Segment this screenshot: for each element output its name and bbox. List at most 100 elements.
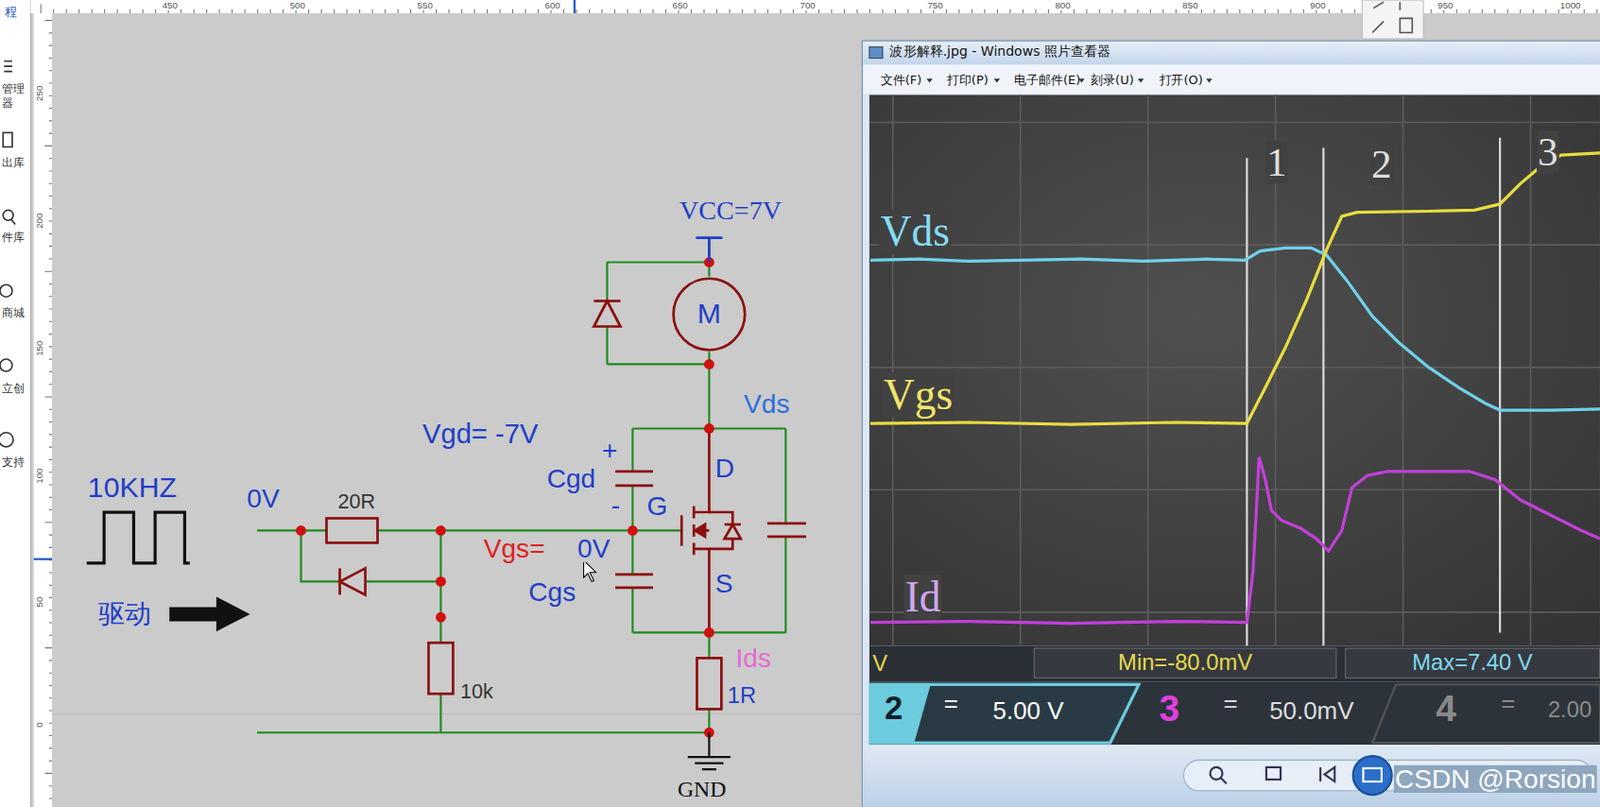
- channel-number: 4: [1434, 689, 1458, 729]
- voltage-label: Vgs=: [482, 534, 547, 563]
- diode-symbol: [340, 567, 366, 595]
- ruler-number: 0: [35, 721, 46, 729]
- scope-screen: [869, 94, 1600, 646]
- menu-item: 文件(F): [879, 73, 924, 87]
- voltage-label: 0V: [245, 484, 281, 513]
- resistor-label: 20R: [336, 490, 377, 513]
- capacitor-label: Cgd: [546, 464, 598, 493]
- menu-bar: [862, 65, 1600, 94]
- polarity-mark: -: [610, 491, 622, 519]
- vgs-trace: [870, 153, 1600, 425]
- readout-box: Min=-80.0mV: [1033, 648, 1338, 679]
- node-text: Min=-80.0mV: [1118, 651, 1253, 675]
- title-bar: [862, 41, 1600, 65]
- grid-line: [869, 122, 1600, 613]
- drive-label: 驱动: [97, 600, 153, 628]
- mosfet-gate: [680, 515, 684, 546]
- viewer-window: [861, 40, 1600, 807]
- drive-arrow: [169, 597, 250, 633]
- motor-outline: [673, 278, 746, 351]
- resistor-label: 10k: [459, 680, 495, 703]
- ground-symbol: [688, 732, 731, 770]
- node-text: Max=7.40 V: [1411, 651, 1532, 675]
- sidebar-label: 商城: [0, 307, 26, 319]
- grid-line: [52, 713, 862, 715]
- body-diode: [724, 524, 741, 539]
- trace-label: Vgs: [882, 372, 954, 418]
- capacitor-label: Cgs: [527, 578, 577, 606]
- resistor-symbol: [326, 517, 379, 543]
- tool-icon: [1372, 1, 1412, 33]
- ruler-number: 600: [543, 0, 561, 11]
- components: [326, 301, 807, 710]
- body-diode: [724, 523, 741, 527]
- junction-dot: [435, 612, 447, 623]
- sidebar: [0, 0, 31, 807]
- pin-label: G: [645, 492, 669, 520]
- channel-number: 2: [883, 691, 904, 726]
- frequency-label: 10KHZ: [86, 472, 178, 503]
- voltage-label: Vgd= -7V: [421, 419, 540, 449]
- viewer-toolbar: [862, 744, 1600, 807]
- icon: [2, 132, 13, 147]
- sidebar-label: 程: [3, 5, 18, 19]
- ruler-left: [34, 13, 52, 807]
- junction-dot: [295, 525, 307, 536]
- ruler-number: 100: [35, 466, 46, 484]
- window-title: 波形解释.jpg - Windows 照片查看器: [888, 45, 1112, 60]
- sidebar-border: [30, 0, 32, 807]
- supply-symbol: [695, 238, 723, 263]
- prev-icon: [1320, 767, 1335, 782]
- capacitor-symbol: [615, 471, 654, 486]
- icon: [0, 359, 13, 372]
- resistor-symbol: [428, 642, 453, 694]
- diode-symbol: [338, 567, 342, 595]
- ruler-number: 800: [1053, 0, 1071, 11]
- diode-symbol: [593, 301, 620, 327]
- mouse-cursor: [584, 560, 597, 583]
- ruler-number: 700: [798, 0, 816, 11]
- motor-symbol: M: [670, 276, 747, 353]
- id-trace: [870, 457, 1600, 624]
- ruler-number: 500: [289, 0, 307, 11]
- ruler-number: 1000: [1559, 0, 1583, 11]
- sidebar-label: 出库: [0, 156, 26, 169]
- readout-text: 2.00: [1547, 698, 1593, 723]
- mosfet-arrow: [694, 524, 706, 537]
- readout-box: Max=7.40 V: [1344, 648, 1600, 679]
- status-strip: [869, 645, 1600, 682]
- scope-grid: [869, 94, 1600, 646]
- wire: [301, 530, 442, 582]
- ruler-number: 650: [670, 0, 689, 11]
- sidebar-label: 器: [0, 98, 15, 110]
- wires: [257, 238, 786, 734]
- ruler-number: 450: [161, 0, 179, 11]
- ground-label: GND: [676, 777, 728, 802]
- junction-dot: [435, 525, 447, 536]
- menu-item: 刻录(U): [1089, 73, 1136, 87]
- zoom-icon: [1220, 777, 1226, 784]
- resistor-label: 1R: [726, 683, 758, 707]
- ruler-number: 150: [35, 340, 46, 358]
- resistor-symbol: [696, 657, 722, 709]
- sidebar-label: 立创: [0, 382, 26, 395]
- app-icon: [869, 47, 883, 59]
- slideshow-button: [1353, 756, 1393, 795]
- channel-box: [1372, 684, 1600, 743]
- menu-item: 电子邮件(E): [1013, 73, 1082, 87]
- ruler-number: 850: [1181, 0, 1199, 11]
- trace-label: Id: [904, 574, 943, 620]
- wire: [257, 529, 682, 532]
- icon: [11, 219, 16, 224]
- sidebar-label: 支持: [0, 457, 26, 469]
- capacitor-symbol: [767, 523, 807, 537]
- ruler-number: 200: [35, 212, 46, 230]
- polarity-mark: +: [601, 436, 620, 465]
- phase-divider: [1246, 137, 1500, 654]
- readout-text: V: [871, 652, 889, 676]
- diode-symbol: [593, 299, 620, 303]
- junction-dot: [704, 627, 715, 638]
